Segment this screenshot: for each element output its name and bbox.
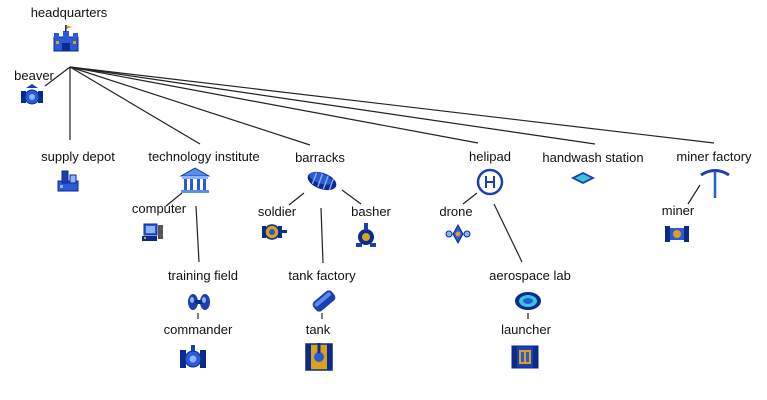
- edges: [44, 66, 715, 319]
- edge-barracks-soldier: [288, 192, 305, 206]
- label-launcher: launcher: [501, 322, 552, 337]
- label-barracks: barracks: [295, 150, 345, 165]
- edge-technology-institute-training-field: [195, 205, 200, 263]
- beaver-unit-icon: [21, 84, 43, 105]
- label-beaver: beaver: [14, 68, 54, 83]
- label-tank-factory: tank factory: [288, 268, 356, 283]
- barracks-icon: [307, 171, 337, 191]
- label-aerospace-lab: aerospace lab: [489, 268, 571, 283]
- label-miner-factory: miner factory: [676, 149, 752, 164]
- basher-unit-icon: [356, 223, 376, 247]
- helipad-icon: [476, 168, 504, 196]
- edge-headquarters-technology-institute: [69, 66, 201, 145]
- pickaxe-icon: [700, 169, 730, 198]
- label-helipad: helipad: [469, 149, 511, 164]
- label-headquarters: headquarters: [31, 5, 108, 20]
- icons: [21, 25, 730, 371]
- edge-helipad-drone: [462, 192, 478, 205]
- edge-helipad-aerospace-lab: [493, 203, 523, 263]
- tank-factory-icon: [312, 290, 336, 312]
- drone-unit-icon: [445, 223, 471, 245]
- edge-headquarters-miner-factory: [69, 66, 715, 144]
- label-commander: commander: [164, 322, 233, 337]
- castle-icon: [53, 25, 79, 52]
- label-miner: miner: [662, 203, 695, 218]
- label-training-field: training field: [168, 268, 238, 283]
- tank-unit-icon: [305, 343, 333, 371]
- label-basher: basher: [351, 204, 391, 219]
- label-technology-institute: technology institute: [148, 149, 259, 164]
- supply-depot-icon: [57, 170, 79, 192]
- labels: headquarters beaver supply depot technol…: [14, 5, 752, 337]
- miner-unit-icon: [665, 226, 689, 242]
- computer-icon: [142, 223, 163, 241]
- edge-barracks-tank-factory: [320, 207, 324, 264]
- edge-headquarters-handwash-station: [69, 66, 596, 145]
- edge-headquarters-beaver: [44, 66, 71, 87]
- label-tank: tank: [306, 322, 331, 337]
- label-supply-depot: supply depot: [41, 149, 115, 164]
- aerospace-lab-icon: [515, 292, 541, 310]
- edge-miner-factory-miner: [687, 184, 701, 205]
- edge-headquarters-barracks: [69, 66, 311, 146]
- training-field-icon: [188, 294, 210, 310]
- edge-barracks-basher: [341, 189, 362, 205]
- launcher-unit-icon: [511, 345, 539, 369]
- label-handwash-station: handwash station: [542, 150, 643, 165]
- commander-unit-icon: [180, 345, 206, 368]
- handwash-station-icon: [571, 172, 595, 184]
- institute-building-icon: [179, 167, 211, 193]
- soldier-unit-icon: [262, 224, 287, 240]
- label-soldier: soldier: [258, 204, 297, 219]
- label-computer: computer: [132, 201, 187, 216]
- label-drone: drone: [439, 204, 472, 219]
- edge-headquarters-helipad: [69, 66, 479, 144]
- edge-technology-institute-computer: [165, 192, 183, 207]
